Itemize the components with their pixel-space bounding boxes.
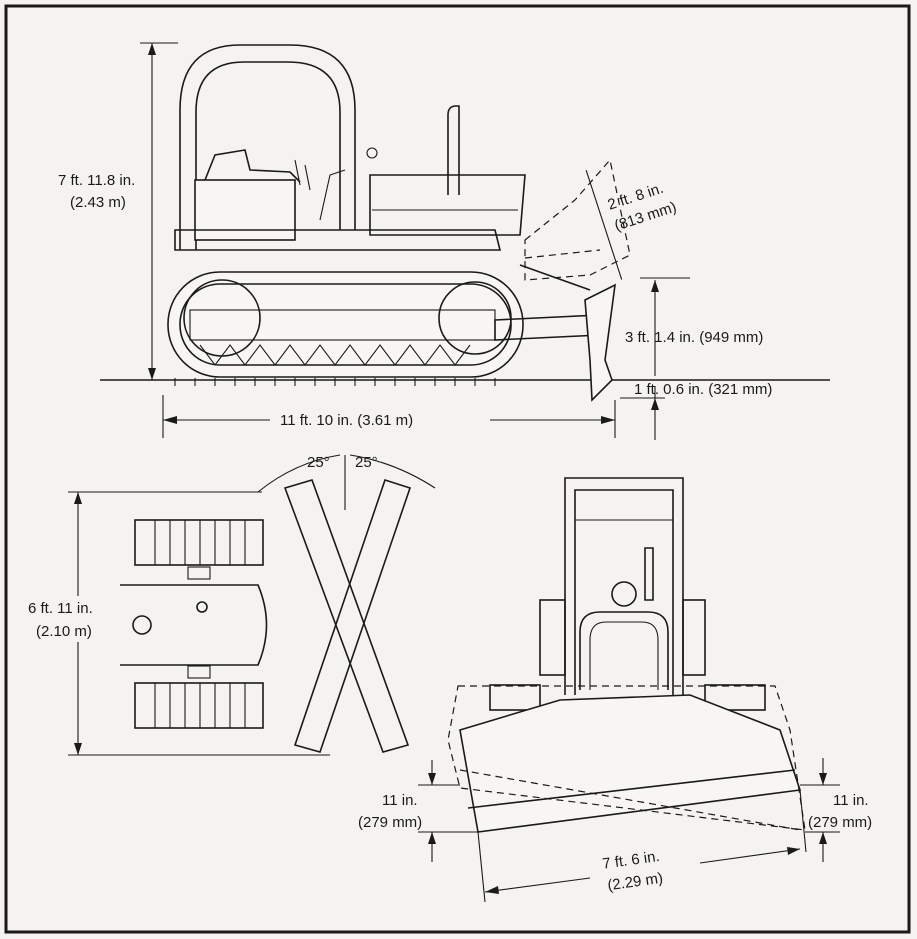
angle-arc-right — [349, 454, 436, 489]
angle-arc-left — [257, 454, 341, 493]
fender — [174, 229, 502, 251]
rops-front-outer — [564, 477, 684, 695]
length-arrow-right — [601, 416, 615, 424]
tilt-left-arrow-bottom — [428, 832, 436, 844]
track-top-left-pads — [154, 520, 246, 565]
side-view: 7 ft. 11.8 in. (2.43 m) 2 ft. 8 in. (813… — [55, 42, 830, 440]
width-arrow-bottom — [74, 743, 82, 755]
seat-back — [204, 149, 301, 183]
bw-arrow-left — [485, 886, 499, 894]
height-ft-label: 7 ft. 11.8 in. — [58, 172, 135, 189]
raise-dim-line — [585, 170, 623, 280]
height-arrow-bottom — [148, 368, 156, 380]
front-blade-edge — [467, 769, 796, 809]
width-label-bg — [25, 596, 125, 642]
track-treads — [199, 344, 471, 366]
blade-lift-label: 3 ft. 1.4 in. (949 mm) — [625, 329, 763, 346]
front-cap — [611, 581, 637, 607]
blade-drop-label: 1 ft. 0.6 in. (321 mm) — [634, 381, 772, 398]
rops-outer — [179, 44, 356, 250]
lever-knob — [366, 147, 378, 159]
height-m-label: (2.43 m) — [70, 194, 126, 211]
blade-raised — [524, 158, 631, 281]
rops-front-inner — [574, 489, 674, 695]
tilt-left-arrow-top — [428, 773, 436, 785]
width-ft-label: 6 ft. 11 in. — [28, 600, 93, 617]
width-arrow-top — [74, 492, 82, 504]
top-view: 25° 25° 6 ft. 11 in. (2.10 m) — [25, 454, 436, 756]
tilt-right-in-label: 11 in. — [833, 792, 869, 809]
exhaust-stack — [447, 105, 460, 195]
bw-ext-left — [477, 831, 486, 903]
height-arrow-top — [148, 43, 156, 55]
track-outer — [167, 271, 524, 378]
top-circle-right — [196, 601, 208, 613]
length-label: 11 ft. 10 in. (3.61 m) — [280, 412, 413, 429]
body-top — [120, 584, 268, 666]
angle-left-label: 25° — [307, 454, 330, 471]
width-m-label: (2.10 m) — [36, 623, 92, 640]
track-top-right — [134, 682, 264, 729]
grousers — [174, 378, 496, 386]
blade-lowered — [584, 283, 616, 402]
bw-dim-left — [484, 877, 591, 893]
front-side-box-right — [682, 599, 706, 676]
tilt-left-mm-label: (279 mm) — [358, 814, 422, 831]
bw-ext-right — [799, 789, 807, 853]
front-blade-dashed — [447, 685, 806, 831]
front-side-box-left — [539, 599, 566, 676]
front-track-left — [489, 684, 541, 711]
angle-right-label: 25° — [355, 454, 378, 471]
tilt-left-in-label: 11 in. — [382, 792, 418, 809]
engine-hood — [369, 174, 526, 236]
rops-inner — [195, 61, 341, 250]
top-circle-left — [132, 615, 152, 635]
drop-arrow — [651, 398, 659, 410]
seat — [194, 179, 296, 241]
top-bracket-b — [187, 665, 211, 679]
radiator-inner — [589, 621, 659, 690]
front-view: 11 in. (279 mm) 11 in. (279 mm) 7 ft. 6 … — [358, 477, 872, 903]
control-levers — [294, 159, 346, 221]
track-top-right-pads — [154, 683, 246, 728]
bw-dim-right — [699, 848, 801, 864]
top-bracket-a — [187, 566, 211, 580]
idler — [438, 281, 512, 355]
tilt-right-arrow-top — [819, 773, 827, 785]
track-top-left — [134, 519, 264, 566]
tilt-right-mm-label: (279 mm) — [808, 814, 872, 831]
length-arrow-left — [163, 416, 177, 424]
radiator — [579, 611, 669, 690]
front-blade-dashed-edge — [459, 769, 801, 831]
raised-arm — [524, 249, 601, 259]
front-exhaust — [644, 547, 654, 601]
tilt-right-arrow-bottom — [819, 832, 827, 844]
height-label-bg — [55, 168, 151, 214]
lift-arrow — [651, 280, 659, 292]
bw-arrow-right — [787, 847, 800, 855]
blade-angled-right — [293, 478, 412, 753]
front-track-right — [704, 684, 766, 711]
